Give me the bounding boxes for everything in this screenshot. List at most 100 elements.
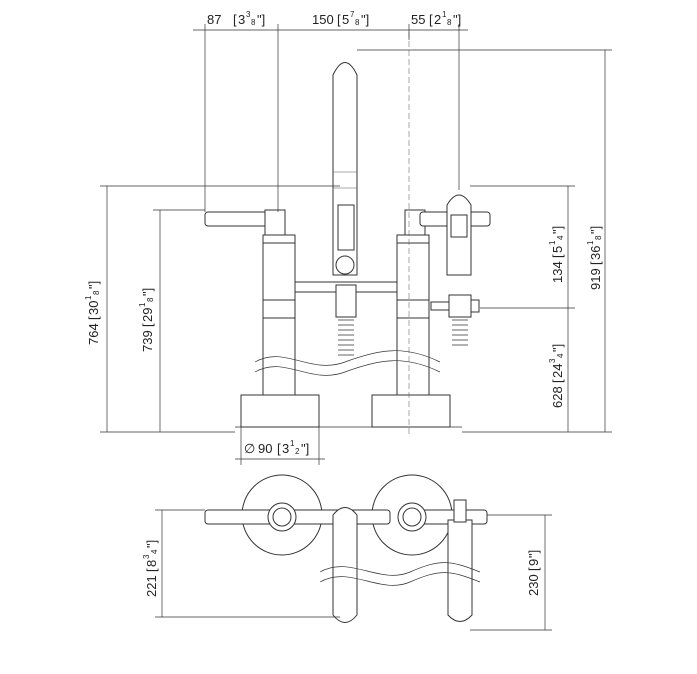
svg-text:[: [ xyxy=(429,12,433,27)
dim-left-2-num: 1 xyxy=(138,302,147,307)
hose-connector xyxy=(335,284,357,318)
dim-right-3-whole: 24 xyxy=(550,364,565,378)
dim-left-1-mm: 764 xyxy=(86,323,101,345)
top-dimensions: 87 [ 3 3 8 "] 150 [ 5 7 8 "] 55 [ 2 1 8 … xyxy=(193,10,468,212)
plan-view xyxy=(204,474,488,623)
right-riser-upper xyxy=(396,239,430,301)
plan-dimensions: 221 [ 8 3 4 "] 230 [ 9 "] xyxy=(142,509,552,631)
left-riser-collar xyxy=(262,299,296,319)
svg-text:"]: "] xyxy=(550,344,565,352)
left-riser-upper xyxy=(262,239,296,301)
svg-text:[: [ xyxy=(233,12,237,27)
plan-spout xyxy=(332,507,358,623)
svg-text:[: [ xyxy=(140,323,155,327)
svg-text:[: [ xyxy=(144,568,159,572)
svg-text:"]: "] xyxy=(453,12,461,27)
dim-plan-2-mm: 230 xyxy=(526,574,541,596)
shower-valve-knob xyxy=(470,299,480,313)
dim-top-1-den: 8 xyxy=(251,18,256,27)
svg-text:[: [ xyxy=(550,254,565,258)
dim-top-3-whole: 2 xyxy=(434,12,441,27)
dim-top-2-den: 8 xyxy=(355,18,360,27)
svg-text:"]: "] xyxy=(144,540,159,548)
right-valve-ring-inner xyxy=(402,507,422,527)
dim-right-1-den: 4 xyxy=(556,235,565,240)
right-dimensions: 134 [ 5 1 4 "] 919 [ 36 1 8 "] 628 [ 24 … xyxy=(357,49,612,433)
plan-break-line-top xyxy=(319,562,481,576)
left-base-block xyxy=(240,394,320,428)
svg-text:"]: "] xyxy=(301,441,309,456)
dim-right-2-num: 1 xyxy=(586,240,595,245)
dim-top-2-whole: 5 xyxy=(342,12,349,27)
svg-text:[: [ xyxy=(277,441,281,456)
left-valve-ring-inner xyxy=(272,507,292,527)
dim-right-1-whole: 5 xyxy=(550,246,565,253)
dim-top-3-den: 8 xyxy=(447,18,452,27)
front-elevation xyxy=(204,32,491,437)
dim-top-1-num: 3 xyxy=(246,10,251,19)
dim-base-symbol: ∅ xyxy=(244,441,255,456)
left-dimensions: 764 [ 30 1 8 "] 739 [ 29 1 8 "] xyxy=(84,185,340,433)
plan-left-lever xyxy=(204,509,391,525)
svg-text:[: [ xyxy=(550,379,565,383)
spout-joint xyxy=(335,255,355,275)
dim-plan-1-mm: 221 xyxy=(144,575,159,597)
plan-shower-valve xyxy=(453,499,467,523)
svg-text:"]: "] xyxy=(361,12,369,27)
svg-text:"]: "] xyxy=(140,288,155,296)
dim-plan-1-num: 3 xyxy=(142,554,151,559)
dim-left-2-den: 8 xyxy=(146,297,155,302)
svg-text:"]: "] xyxy=(86,281,101,289)
dim-right-2-mm: 919 xyxy=(588,268,603,290)
svg-text:"]: "] xyxy=(526,550,541,558)
dim-plan-2-whole: 9 xyxy=(526,559,541,566)
break-line-bottom xyxy=(254,360,441,376)
dim-plan-1-den: 4 xyxy=(150,549,159,554)
dim-top-1-mm: 87 xyxy=(207,12,221,27)
plan-break-line-bottom xyxy=(319,572,481,586)
dim-right-2-whole: 36 xyxy=(588,246,603,260)
dim-right-3-num: 3 xyxy=(548,358,557,363)
right-base-block xyxy=(371,394,451,428)
dim-base-whole: 3 xyxy=(282,441,289,456)
dim-right-1-num: 1 xyxy=(548,240,557,245)
base-diameter-dimension: ∅ 90 [ 3 1 2 "] xyxy=(235,427,325,465)
right-riser-lower xyxy=(396,317,430,396)
dim-left-1-num: 1 xyxy=(84,295,93,300)
shower-head-face xyxy=(450,214,468,238)
dim-left-1-whole: 30 xyxy=(86,301,101,315)
spout-mount xyxy=(337,204,355,251)
shower-valve xyxy=(448,294,472,318)
right-valve-cap xyxy=(396,234,430,244)
dim-left-2-mm: 739 xyxy=(140,330,155,352)
svg-text:"]: "] xyxy=(588,226,603,234)
dim-top-3-num: 1 xyxy=(442,10,447,19)
dim-base-num: 1 xyxy=(290,439,295,448)
dim-left-2-whole: 29 xyxy=(140,308,155,322)
dim-top-3-mm: 55 xyxy=(411,12,425,27)
dim-right-3-den: 4 xyxy=(556,353,565,358)
dim-top-2-num: 7 xyxy=(350,10,355,19)
svg-text:[: [ xyxy=(526,567,541,571)
break-line-top xyxy=(254,350,441,366)
dim-right-3-mm: 628 xyxy=(550,386,565,408)
dim-plan-1-whole: 8 xyxy=(144,560,159,567)
dim-right-1-mm: 134 xyxy=(550,261,565,283)
dim-top-1-whole: 3 xyxy=(238,12,245,27)
dim-left-1-den: 8 xyxy=(92,290,101,295)
svg-text:[: [ xyxy=(588,261,603,265)
left-valve-cap xyxy=(262,234,296,244)
shower-hose-ribs xyxy=(452,319,468,346)
svg-text:"]: "] xyxy=(550,226,565,234)
svg-text:[: [ xyxy=(86,316,101,320)
svg-text:[: [ xyxy=(337,12,341,27)
dim-base-mm: 90 xyxy=(258,441,272,456)
dim-top-2-mm: 150 xyxy=(312,12,334,27)
right-riser-collar xyxy=(396,299,430,319)
plan-hand-shower xyxy=(447,519,473,622)
dim-right-2-den: 8 xyxy=(594,235,603,240)
dim-base-den: 2 xyxy=(295,447,300,456)
hose-ribs xyxy=(338,319,354,356)
